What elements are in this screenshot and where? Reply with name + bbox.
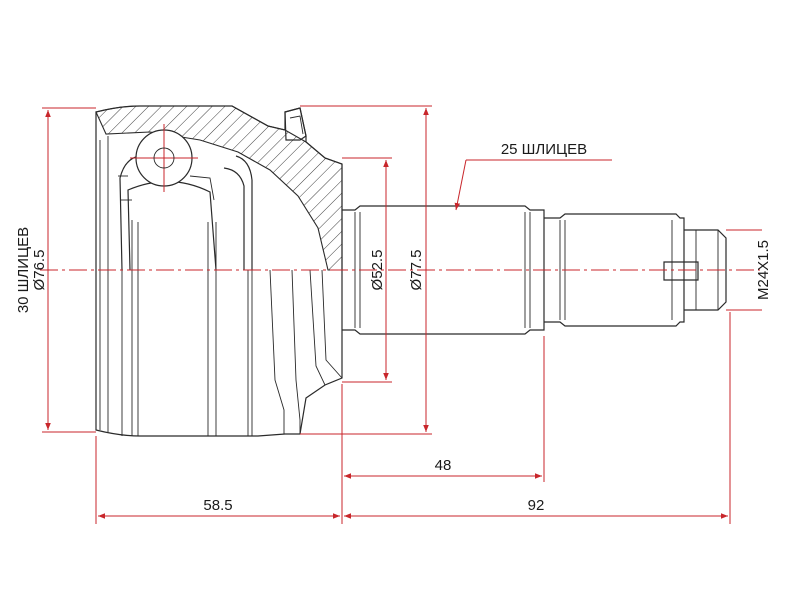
label-body-length: 58.5 <box>203 497 232 514</box>
label-flange-diameter: Ø77.5 <box>408 250 425 291</box>
dim-flange-diameter <box>300 105 432 435</box>
label-outer-splines: 30 ШЛИЦЕВ <box>15 227 32 313</box>
dim-shaft-diameter <box>342 157 392 383</box>
label-outer-diameter: Ø76.5 <box>31 250 48 291</box>
dim-outer-diameter <box>42 107 96 433</box>
leader-inner-splines <box>454 159 612 211</box>
joint-body <box>95 105 343 437</box>
label-thread: M24X1.5 <box>755 240 772 300</box>
label-shaft-diameter: Ø52.5 <box>369 250 386 291</box>
dim-thread <box>726 229 762 311</box>
housing-section-hatch <box>95 105 343 271</box>
label-inner-splines: 25 ШЛИЦЕВ <box>501 141 587 158</box>
label-total-shaft-length: 92 <box>528 497 545 514</box>
label-shaft-length: 48 <box>435 457 452 474</box>
